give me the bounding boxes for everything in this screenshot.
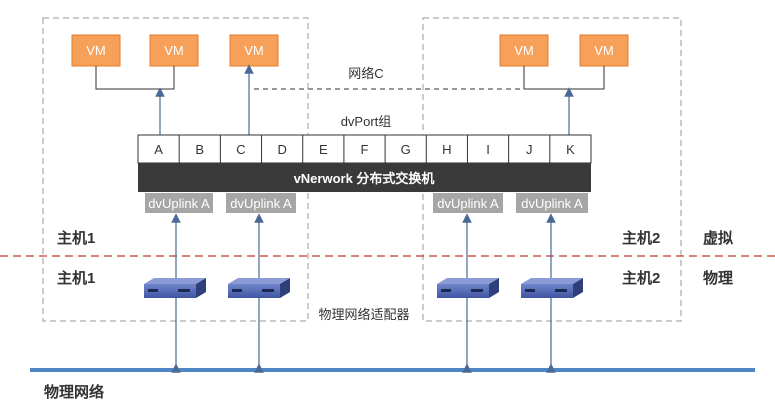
physical-label: 物理	[703, 269, 733, 287]
port-a[interactable]: A	[154, 142, 163, 157]
nic-4[interactable]	[521, 278, 583, 298]
physical-network-bar	[30, 368, 755, 372]
nic-1[interactable]	[144, 278, 206, 298]
uplink-2-label: dvUplink A	[230, 196, 292, 211]
port-b-label: B	[195, 142, 204, 157]
uplink-3-label: dvUplink A	[437, 196, 499, 211]
vm-2[interactable]: VM	[149, 34, 199, 67]
vm-4[interactable]: VM	[499, 34, 549, 67]
vm-5[interactable]: VM	[579, 34, 629, 67]
port-j-label: J	[526, 142, 533, 157]
port-g-label: G	[401, 142, 411, 157]
port-b[interactable]: B	[178, 135, 204, 163]
vm-1-label: VM	[86, 43, 106, 58]
host1-virtual-label: 主机1	[57, 229, 95, 247]
vm-connector-host2	[523, 66, 605, 90]
port-h-label: H	[442, 142, 451, 157]
nic-3[interactable]	[437, 278, 499, 298]
adapter-label: 物理网络适配器	[318, 307, 409, 322]
virtual-label: 虚拟	[703, 229, 733, 247]
uplink-2[interactable]: dvUplink A	[226, 193, 296, 213]
host2-virtual-label: 主机2	[622, 229, 660, 247]
port-row: A B C D E F G H I J K	[137, 134, 592, 164]
port-f-label: F	[361, 142, 369, 157]
vm-4-label: VM	[514, 43, 534, 58]
port-i-label: I	[486, 142, 490, 157]
port-e-label: E	[319, 142, 328, 157]
uplink-4[interactable]: dvUplink A	[516, 193, 588, 213]
port-k-label: K	[566, 142, 575, 157]
port-e[interactable]: E	[302, 135, 328, 163]
port-k[interactable]: K	[549, 135, 575, 163]
distributed-switch[interactable]: vNerwork 分布式交换机	[138, 163, 591, 192]
port-c-label: C	[236, 142, 245, 157]
vm-3[interactable]: VM	[229, 34, 279, 67]
port-j[interactable]: J	[508, 135, 533, 163]
uplink-1-label: dvUplink A	[148, 196, 210, 211]
nic-2[interactable]	[228, 278, 290, 298]
host2-physical-label: 主机2	[622, 269, 660, 287]
uplink-4-label: dvUplink A	[521, 196, 583, 211]
port-d[interactable]: D	[261, 135, 287, 163]
vm-2-label: VM	[164, 43, 184, 58]
port-a-label: A	[154, 142, 163, 157]
port-h[interactable]: H	[425, 135, 452, 163]
vm-1[interactable]: VM	[71, 34, 121, 67]
port-d-label: D	[277, 142, 286, 157]
physical-network-label: 物理网络	[44, 383, 104, 401]
dvport-group-label: dvPort组	[341, 114, 392, 129]
uplink-1[interactable]: dvUplink A	[145, 193, 213, 213]
port-g[interactable]: G	[384, 135, 411, 163]
vm-3-label: VM	[244, 43, 264, 58]
vm-connector-host1	[95, 66, 175, 90]
port-i[interactable]: I	[466, 135, 490, 163]
port-c[interactable]: C	[219, 135, 246, 163]
network-c-label: 网络C	[348, 66, 383, 81]
switch-label: vNerwork 分布式交换机	[294, 171, 435, 186]
vm-5-label: VM	[594, 43, 614, 58]
port-f[interactable]: F	[343, 135, 369, 163]
uplink-3[interactable]: dvUplink A	[433, 193, 503, 213]
host1-physical-label: 主机1	[57, 269, 95, 287]
